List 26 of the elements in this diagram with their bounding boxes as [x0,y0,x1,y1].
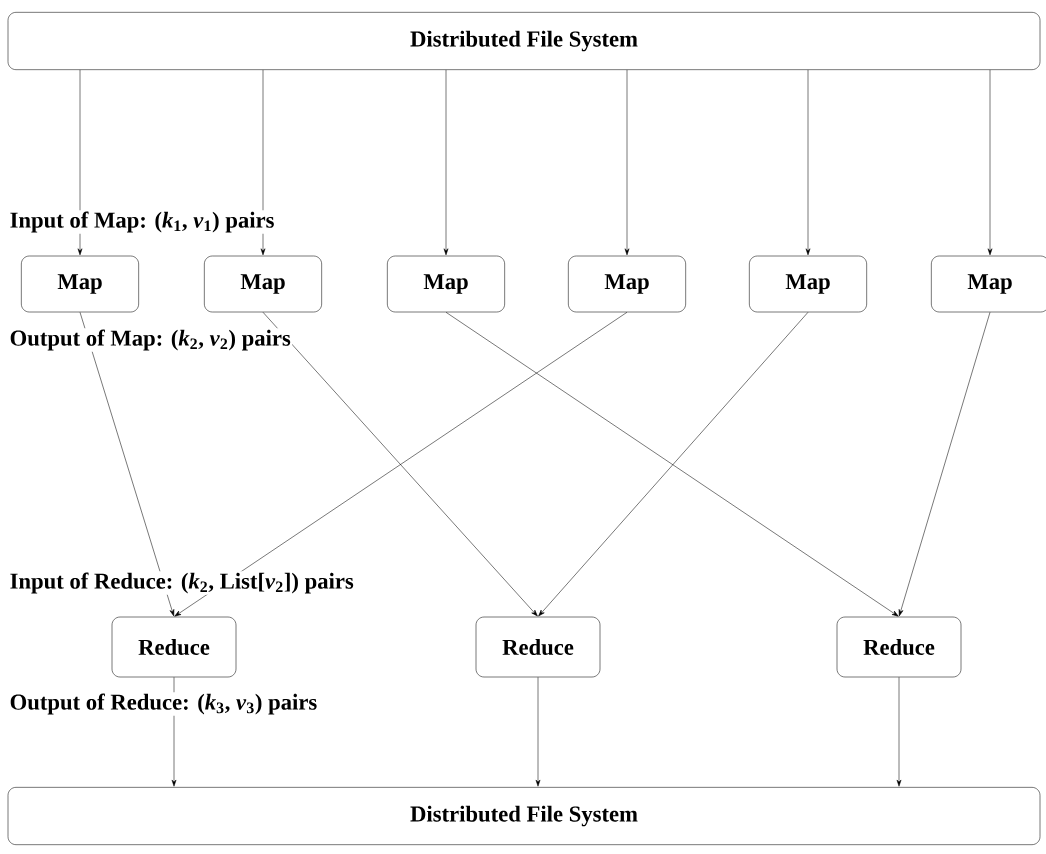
arrow [445,312,899,617]
map-box: Map [931,255,1046,313]
stage-label: Input of Map: (k$_{1}$, v$_{1}$) pairs [8,210,276,234]
reduce-box: Reduce [475,616,601,678]
map-box: Map [21,255,139,313]
map-box: Map [749,255,867,313]
file-system-box: Distributed File System [7,12,1041,70]
arrow [987,69,993,256]
arrow [538,312,809,617]
map-box: Map [387,255,505,313]
stage-label: Output of Map: (k$_{2}$, v$_{2}$) pairs [8,328,293,352]
file-system-box: Distributed File System [7,787,1041,845]
arrow [262,312,538,617]
arrow [624,69,630,256]
reduce-box: Reduce [836,616,962,678]
reduce-box: Reduce [111,616,237,678]
stage-label: Input of Reduce: (k$_{2}$, List[v$_{2}$]) pairs [8,571,356,595]
stage-label: Output of Reduce: (k$_{3}$, v$_{3}$) pairs [8,692,319,716]
arrow [174,312,628,617]
arrow [896,677,902,787]
arrow [443,69,449,256]
arrow [898,312,991,617]
map-box: Map [568,255,686,313]
arrow [535,677,541,787]
arrow [805,69,811,256]
map-box: Map [204,255,322,313]
